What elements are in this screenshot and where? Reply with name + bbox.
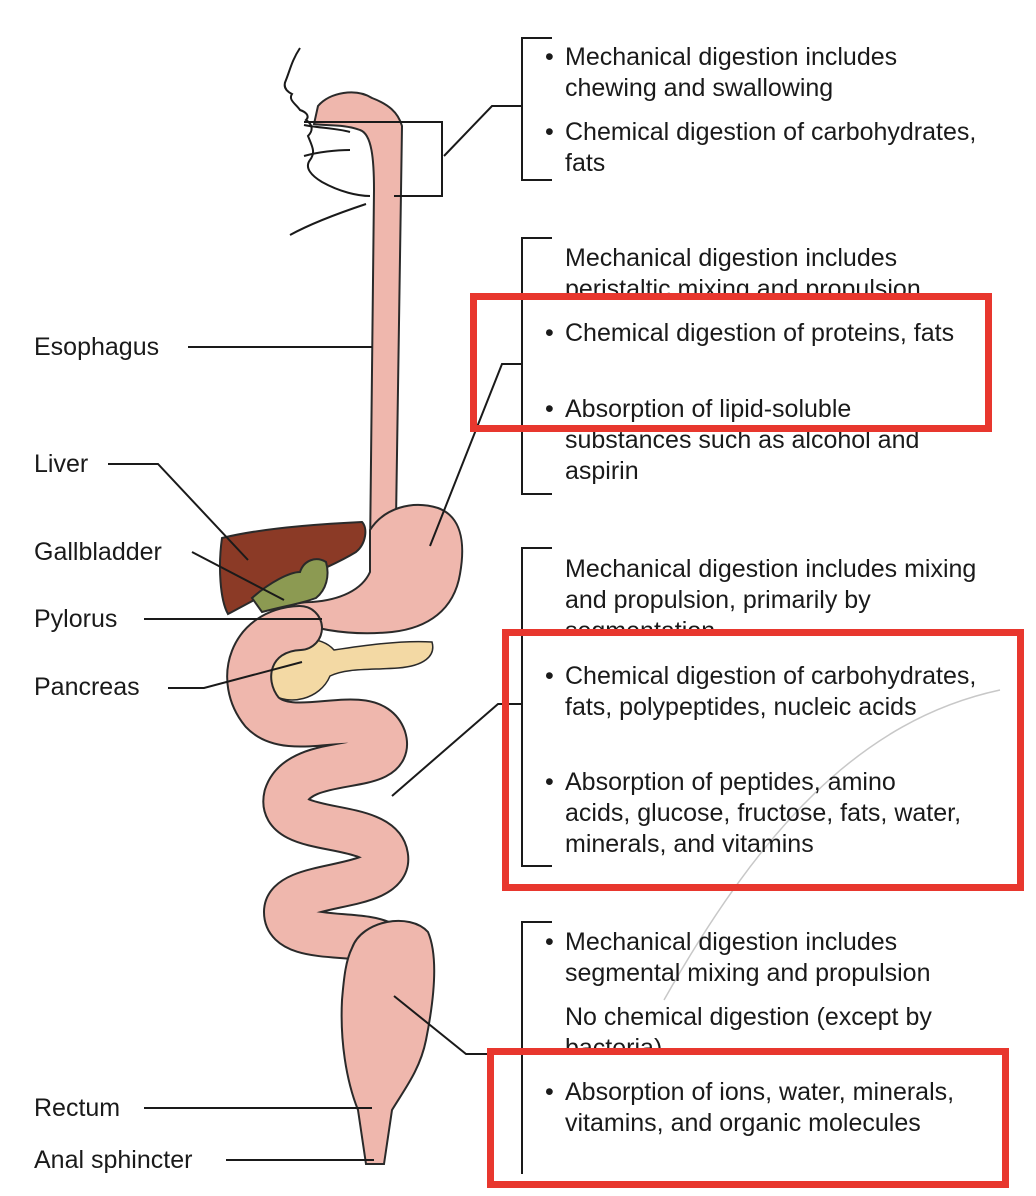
bullet-dot: • <box>545 768 554 796</box>
label-pylorus: Pylorus <box>34 605 118 633</box>
organ-leader-lines <box>108 346 374 1161</box>
stomach-bullet-3: • Absorption of lipid-soluble substances… <box>545 394 945 487</box>
small-intestine-bullet-1: • Mechanical digestion includes mixing a… <box>565 554 995 636</box>
large-intestine-bullet-2: • No chemical digestion (except by bacte… <box>565 1002 965 1054</box>
bullet-dot: • <box>545 118 554 146</box>
bullet-text: Mechanical digestion includes segmental … <box>565 928 931 987</box>
bullet-text: Mechanical digestion includes peristalti… <box>565 244 921 293</box>
bullet-dot: • <box>545 1078 554 1106</box>
bullet-text: Chemical digestion of carbohydrates, fat… <box>565 118 977 177</box>
label-pancreas: Pancreas <box>34 673 140 701</box>
mouth-bracket <box>521 37 552 181</box>
bullet-text: Chemical digestion of proteins, fats <box>565 319 955 347</box>
large-intestine-bullet-3: • Absorption of ions, water, minerals, v… <box>545 1077 975 1139</box>
bullet-dot: • <box>545 319 554 347</box>
small-intestine-bullet-2: • Chemical digestion of carbohydrates, f… <box>545 661 995 723</box>
bullet-dot: • <box>545 928 554 956</box>
stomach-bullet-1: • Mechanical digestion includes peristal… <box>565 243 985 293</box>
bullet-text: Absorption of peptides, amino acids, glu… <box>565 768 962 858</box>
leader-pancreas <box>168 661 303 689</box>
stomach-bracket <box>521 237 552 495</box>
mouth-bullet-1: • Mechanical digestion includes chewing … <box>545 42 985 104</box>
bullet-text: Mechanical digestion includes chewing an… <box>565 43 898 102</box>
bullet-dot: • <box>545 395 554 423</box>
label-rectum: Rectum <box>34 1094 121 1122</box>
large-intestine-bracket <box>521 921 552 1174</box>
label-gallbladder: Gallbladder <box>34 538 162 566</box>
bullet-dot: • <box>545 43 554 71</box>
bullet-text: Chemical digestion of carbohydrates, fat… <box>565 662 977 721</box>
small-intestine-fill <box>228 607 407 965</box>
esophagus-shape <box>312 91 404 553</box>
stomach-shape <box>283 504 464 635</box>
large-intestine-shape <box>340 919 436 1165</box>
leader-gallbladder <box>191 551 285 601</box>
label-esophagus: Esophagus <box>34 333 160 361</box>
head-profile <box>283 47 371 236</box>
mouth-bullet-2: • Chemical digestion of carbohydrates, f… <box>545 117 985 179</box>
label-anal-sphincter: Anal sphincter <box>34 1146 193 1174</box>
mouth-connector <box>443 105 522 157</box>
bullet-text: Absorption of ions, water, minerals, vit… <box>565 1078 955 1137</box>
stomach-connector <box>429 363 522 547</box>
small-intestine-bracket <box>521 547 552 867</box>
bullet-text: Mechanical digestion includes mixing and… <box>565 555 977 636</box>
mouth-region-box <box>304 121 443 197</box>
group-brackets <box>304 37 552 1174</box>
large-intestine-bullet-1: • Mechanical digestion includes segmenta… <box>545 927 995 989</box>
label-liver: Liver <box>34 450 89 478</box>
small-intestine-bullet-3: • Absorption of peptides, amino acids, g… <box>545 767 965 860</box>
stomach-bullet-2: • Chemical digestion of proteins, fats <box>545 318 985 349</box>
leader-liver <box>108 463 249 561</box>
small-intestine-connector <box>391 703 522 797</box>
faint-arc <box>663 689 1001 1001</box>
bullet-text: Absorption of lipid-soluble substances s… <box>565 395 920 485</box>
bullet-dot: • <box>545 662 554 690</box>
bullet-text: No chemical digestion (except by bacteri… <box>565 1003 932 1054</box>
